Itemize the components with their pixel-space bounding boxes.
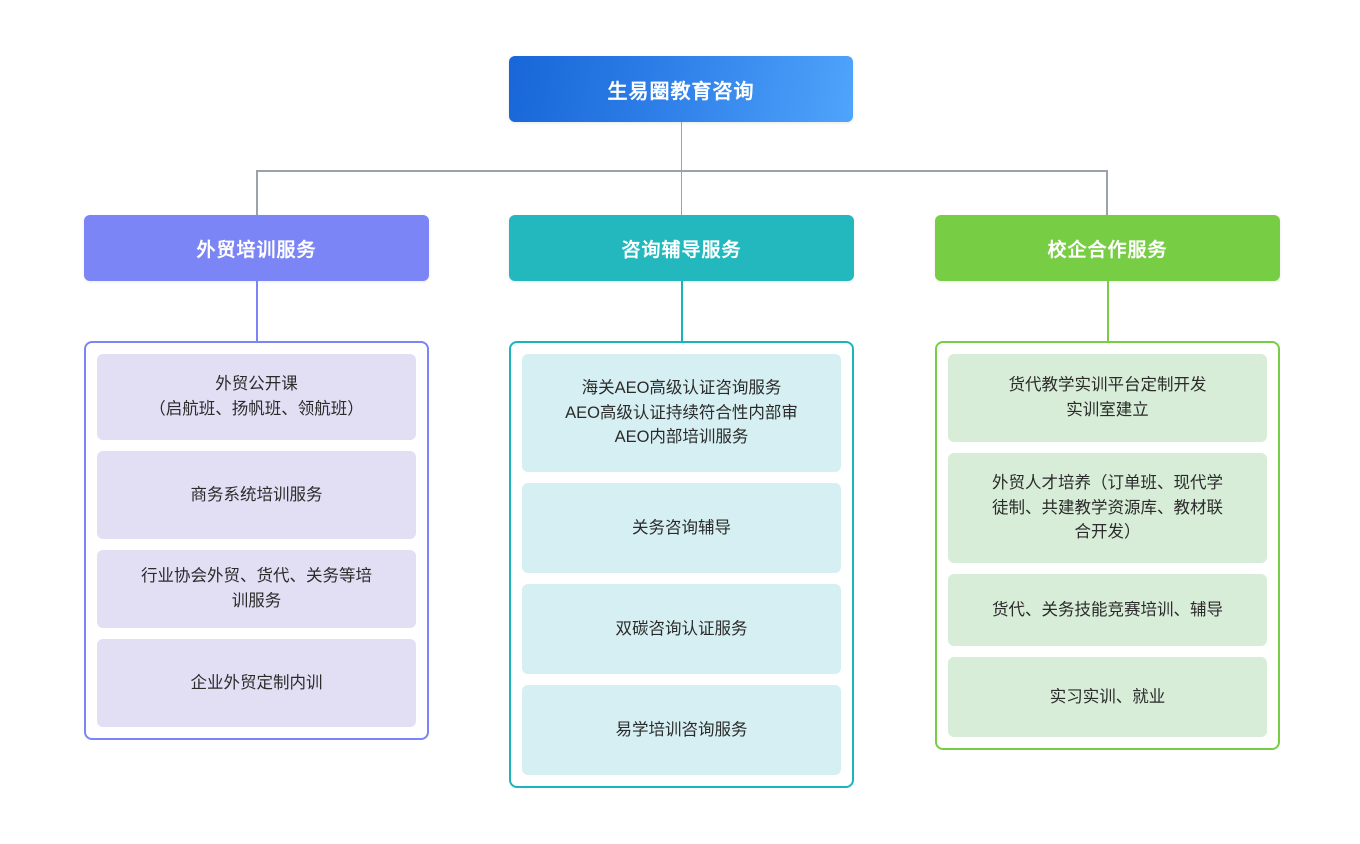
branch-item-card[interactable]: 商务系统培训服务 bbox=[97, 451, 416, 539]
branch-item-card[interactable]: 海关AEO高级认证咨询服务 AEO高级认证持续符合性内部审 AEO内部培训服务 bbox=[522, 354, 841, 472]
branch-column-1: 咨询辅导服务 海关AEO高级认证咨询服务 AEO高级认证持续符合性内部审 AEO… bbox=[509, 215, 854, 788]
branch-item-card[interactable]: 外贸人才培养（订单班、现代学 徒制、共建教学资源库、教材联 合开发） bbox=[948, 453, 1267, 563]
branch-header-1[interactable]: 咨询辅导服务 bbox=[509, 215, 854, 281]
connector-header-body-2 bbox=[1106, 281, 1109, 342]
branch-column-0: 外贸培训服务 外贸公开课 （启航班、扬帆班、领航班） 商务系统培训服务 行业协会… bbox=[84, 215, 429, 740]
branch-item-card[interactable]: 双碳咨询认证服务 bbox=[522, 584, 841, 674]
connector-branch-vertical-0 bbox=[256, 170, 258, 216]
branch-body-2: 货代教学实训平台定制开发 实训室建立 外贸人才培养（订单班、现代学 徒制、共建教… bbox=[935, 341, 1280, 750]
root-node[interactable]: 生易圈教育咨询 bbox=[509, 56, 853, 122]
branch-item-card[interactable]: 外贸公开课 （启航班、扬帆班、领航班） bbox=[97, 354, 416, 440]
branch-body-0: 外贸公开课 （启航班、扬帆班、领航班） 商务系统培训服务 行业协会外贸、货代、关… bbox=[84, 341, 429, 740]
connector-header-body-1 bbox=[680, 281, 683, 342]
branch-header-2[interactable]: 校企合作服务 bbox=[935, 215, 1280, 281]
branch-item-card[interactable]: 企业外贸定制内训 bbox=[97, 639, 416, 727]
connector-header-body-0 bbox=[255, 281, 258, 342]
connector-branch-vertical-1 bbox=[680, 170, 682, 216]
branch-item-card[interactable]: 易学培训咨询服务 bbox=[522, 685, 841, 775]
branch-item-card[interactable]: 实习实训、就业 bbox=[948, 657, 1267, 737]
branch-header-0[interactable]: 外贸培训服务 bbox=[84, 215, 429, 281]
branch-item-card[interactable]: 关务咨询辅导 bbox=[522, 483, 841, 573]
branch-item-card[interactable]: 行业协会外贸、货代、关务等培 训服务 bbox=[97, 550, 416, 628]
branch-body-1: 海关AEO高级认证咨询服务 AEO高级认证持续符合性内部审 AEO内部培训服务 … bbox=[509, 341, 854, 788]
connector-root-vertical bbox=[680, 122, 682, 171]
branch-item-card[interactable]: 货代、关务技能竞赛培训、辅导 bbox=[948, 574, 1267, 646]
connector-branch-vertical-2 bbox=[1106, 170, 1108, 216]
branch-item-card[interactable]: 货代教学实训平台定制开发 实训室建立 bbox=[948, 354, 1267, 442]
branch-column-2: 校企合作服务 货代教学实训平台定制开发 实训室建立 外贸人才培养（订单班、现代学… bbox=[935, 215, 1280, 750]
